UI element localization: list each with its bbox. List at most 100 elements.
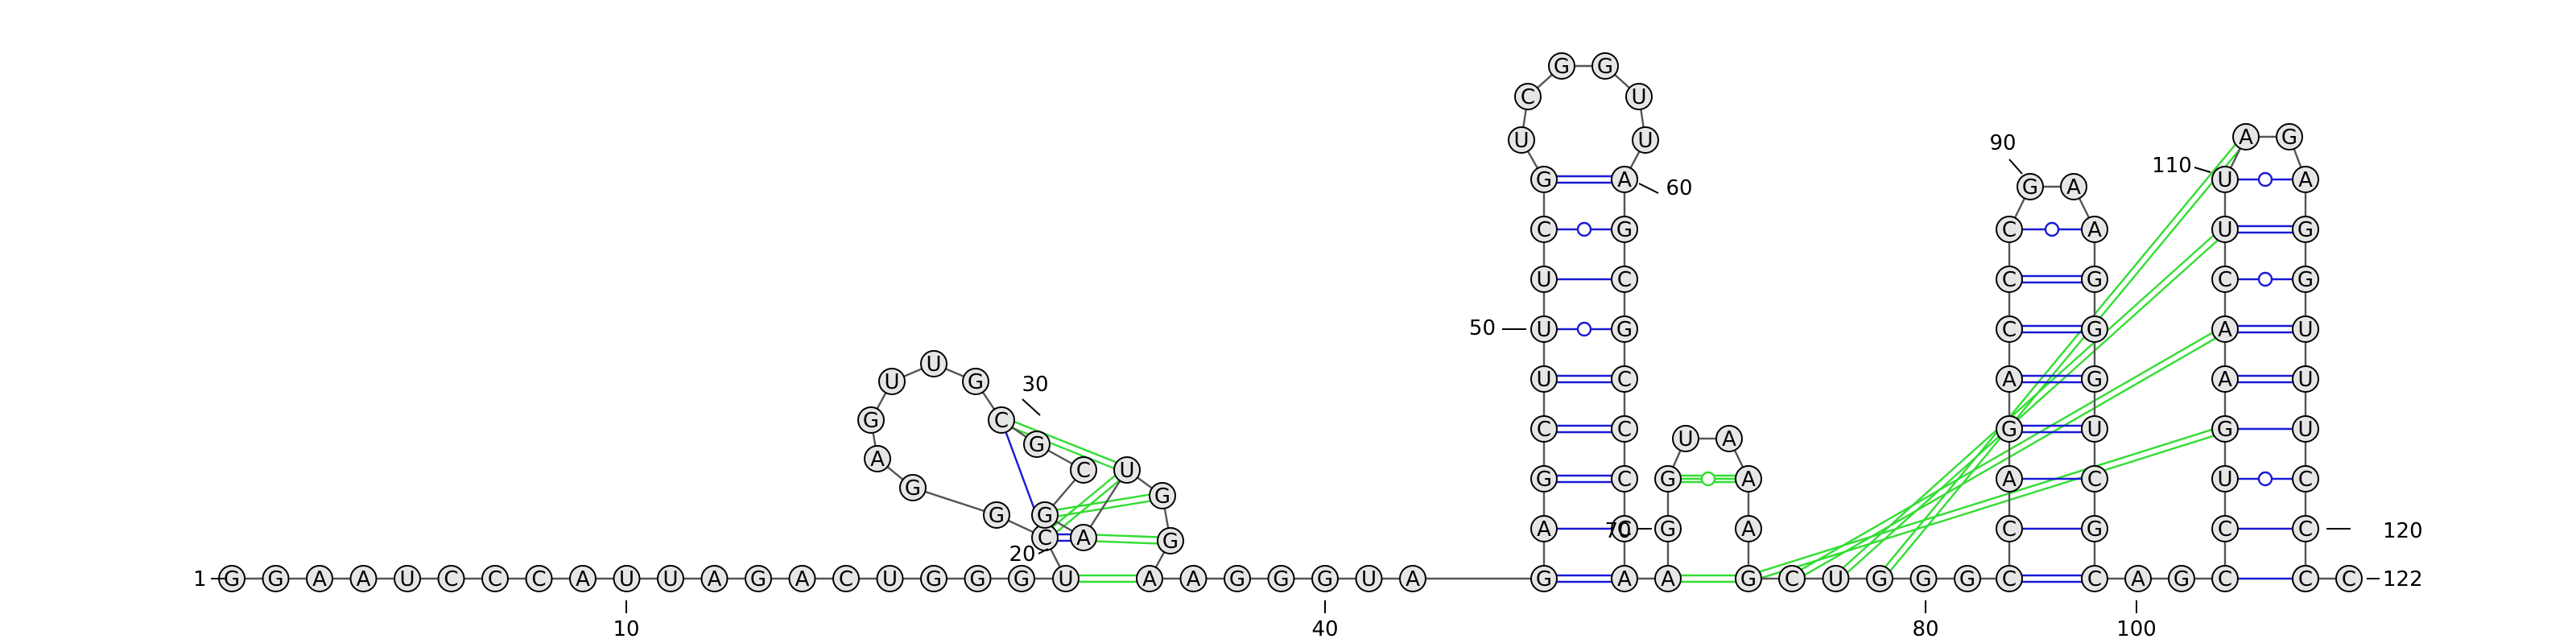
nucleotide-letter: C (2218, 567, 2232, 591)
nucleotide: G (2081, 266, 2108, 293)
base-pair (1544, 574, 1624, 583)
nucleotide-letter: A (1722, 427, 1736, 451)
nucleotide: A (1715, 425, 1743, 452)
nucleotide: U (1355, 565, 1383, 592)
nucleotide-letter: C (2298, 517, 2313, 542)
nucleotide-letter: G (1740, 567, 1757, 591)
nucleotide: A (2060, 173, 2087, 200)
position-label: 90 (1989, 131, 2016, 155)
nucleotide: C (1778, 565, 1806, 592)
nucleotide-letter: U (1631, 85, 1646, 109)
base-pair (2009, 221, 2095, 237)
nucleotide: A (1530, 515, 1558, 542)
nucleotide-letter: C (2002, 517, 2017, 542)
nucleotide: G (2211, 415, 2239, 443)
nucleotide: G (2017, 173, 2044, 200)
nucleotide: U (394, 565, 421, 592)
nucleotide-letter: U (1361, 567, 1377, 591)
nucleotide: C (437, 565, 465, 592)
nucleotide-letter: C (2218, 517, 2232, 542)
nucleotide: A (349, 565, 378, 592)
nucleotide-letter: A (1537, 517, 1551, 542)
nucleotide-letter: G (1536, 468, 1552, 492)
nucleotide: U (2292, 415, 2319, 443)
nucleotide-letter: G (1915, 567, 1931, 591)
base-pairs (1000, 171, 2306, 583)
nucleotide: G (920, 565, 947, 592)
nucleotide: C (1611, 365, 1638, 393)
nucleotide: G (745, 565, 772, 592)
nucleotide-letter: U (1119, 459, 1134, 483)
nucleotide-letter: C (531, 567, 546, 591)
nucleotide-letter: A (1741, 468, 1756, 492)
nucleotide: C (1514, 83, 1542, 110)
nucleotide-letter: C (2218, 268, 2232, 292)
nucleotide-letter: C (2002, 218, 2017, 242)
base-pair (2009, 574, 2095, 583)
base-pair (1544, 374, 1624, 384)
nucleotide-letter: G (2087, 268, 2103, 292)
nucleotide-letter: A (576, 567, 590, 591)
nucleotide-letter: U (1678, 427, 1693, 451)
nucleotide: C (1996, 216, 2023, 243)
nucleotide: G (2081, 515, 2108, 542)
position-label: 60 (1666, 176, 1692, 200)
nucleotide-letter: U (2297, 368, 2313, 392)
nucleotide-letter: G (1317, 567, 1333, 591)
nucleotide-letter: A (1661, 567, 1675, 591)
nucleotide-letter: U (619, 567, 634, 591)
backbone-path (232, 64, 2349, 580)
nucleotide: G (1654, 515, 1682, 542)
nucleotide: G (1591, 52, 1619, 80)
pseudoknot-pair (1044, 491, 1163, 520)
nucleotide-letter: C (1617, 368, 1632, 392)
base-pair (2225, 374, 2306, 384)
nucleotide-letter: C (1038, 526, 1052, 550)
nucleotide-letter: G (968, 370, 984, 394)
nucleotide-letter: G (750, 567, 766, 591)
nucleotide-letter: C (2342, 567, 2356, 591)
nucleotide-letter: G (2217, 418, 2233, 442)
nucleotide-letter: G (2281, 126, 2297, 150)
nucleotide: A (1996, 465, 2023, 493)
nucleotide: U (1530, 315, 1558, 343)
nucleotide: C (2292, 515, 2319, 542)
position-tick (1038, 548, 1049, 554)
base-pair (1544, 474, 1624, 484)
nucleotide: A (306, 565, 333, 592)
nucleotide: G (1548, 52, 1575, 80)
nucleotide: C (988, 406, 1015, 434)
nucleotide: G (1023, 431, 1051, 458)
position-label: 70 (1604, 519, 1631, 543)
nucleotide-letter: G (224, 567, 240, 591)
nucleotide-letter: U (2087, 418, 2102, 442)
nucleotide-letter: C (1076, 459, 1091, 483)
nucleotide: C (1530, 415, 1558, 443)
nucleotide: G (962, 368, 989, 395)
nucleotide-letter: A (708, 567, 722, 591)
nucleotide-letter: G (2297, 268, 2314, 292)
nucleotide: A (1136, 565, 1163, 592)
nucleotide-letter: G (1013, 567, 1030, 591)
nucleotide-letter: G (1162, 530, 1179, 554)
nucleotide: C (525, 565, 553, 592)
nucleotide: A (1179, 565, 1208, 592)
nucleotide: G (1530, 565, 1558, 592)
nucleotide-letter: A (795, 567, 810, 591)
nucleotide-letter: U (2297, 318, 2313, 342)
nucleotide-letter: G (2297, 218, 2314, 242)
nucleotide: U (2292, 365, 2319, 393)
nucleotide-letter: U (926, 352, 941, 377)
nucleotide-letter: A (1617, 168, 1632, 192)
nucleotide-letter: G (926, 567, 942, 591)
nucleotide: A (864, 445, 891, 472)
pseudoknot-pair (1833, 226, 2228, 582)
nucleotide-letter: U (1058, 567, 1073, 591)
nucleotide-letter: C (444, 567, 458, 591)
nucleotide-letter: A (357, 567, 371, 591)
position-tick (2008, 159, 2023, 175)
nucleotide: C (1070, 456, 1097, 484)
position-label: 10 (613, 617, 639, 641)
nucleotide: C (2292, 565, 2319, 592)
base-pair (2009, 274, 2095, 284)
